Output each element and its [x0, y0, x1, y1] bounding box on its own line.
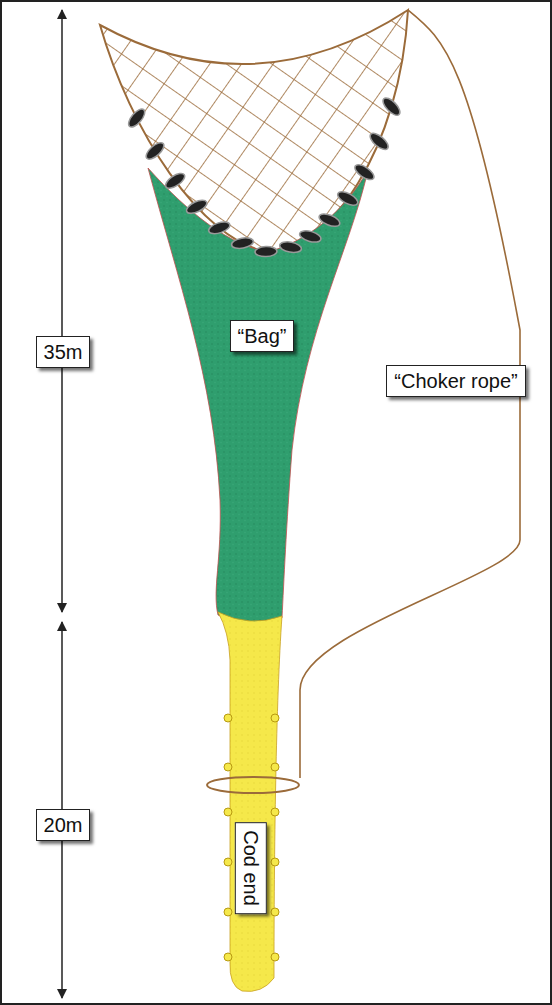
cod-end-dot [271, 908, 279, 916]
dimension-arrow [61, 10, 63, 612]
label-text: “Choker rope” [394, 369, 517, 393]
part-label: “Bag” [230, 320, 295, 352]
float [368, 130, 391, 152]
cod-end-dot [271, 714, 279, 722]
label-text: 35m [44, 340, 83, 364]
float [231, 236, 254, 250]
cod-end-dot [224, 714, 232, 722]
dimension-label: 20m [36, 809, 91, 841]
float [255, 246, 277, 257]
label-text: 20m [44, 813, 83, 837]
label-text: “Bag” [238, 324, 287, 348]
label-text: Cod end [239, 830, 263, 906]
cod-end-dot [224, 953, 232, 961]
choker-ring [207, 777, 299, 793]
cod-end-shape [218, 612, 282, 991]
floats [126, 95, 403, 257]
part-label: Cod end [235, 822, 267, 914]
float [336, 189, 360, 208]
part-label: “Choker rope” [386, 365, 525, 397]
cod-end-dot [224, 808, 232, 816]
float [279, 240, 302, 254]
float [185, 197, 209, 216]
float [380, 95, 402, 118]
float [207, 220, 231, 236]
cod-end-dot [224, 908, 232, 916]
float [353, 162, 377, 183]
float [163, 171, 187, 192]
cod-end-dot [271, 763, 279, 771]
cod-end-dot [271, 858, 279, 866]
float [298, 229, 322, 245]
float [143, 140, 166, 162]
dimension-label: 35m [36, 336, 91, 368]
cod-end-dot [271, 953, 279, 961]
cod-end-dot [224, 763, 232, 771]
net-mouth [100, 10, 408, 252]
cod-end-dots [224, 714, 279, 961]
float [317, 211, 341, 229]
cod-end-dot [224, 858, 232, 866]
cod-end-dot [271, 808, 279, 816]
bag-shape [148, 168, 368, 624]
float [126, 106, 148, 129]
